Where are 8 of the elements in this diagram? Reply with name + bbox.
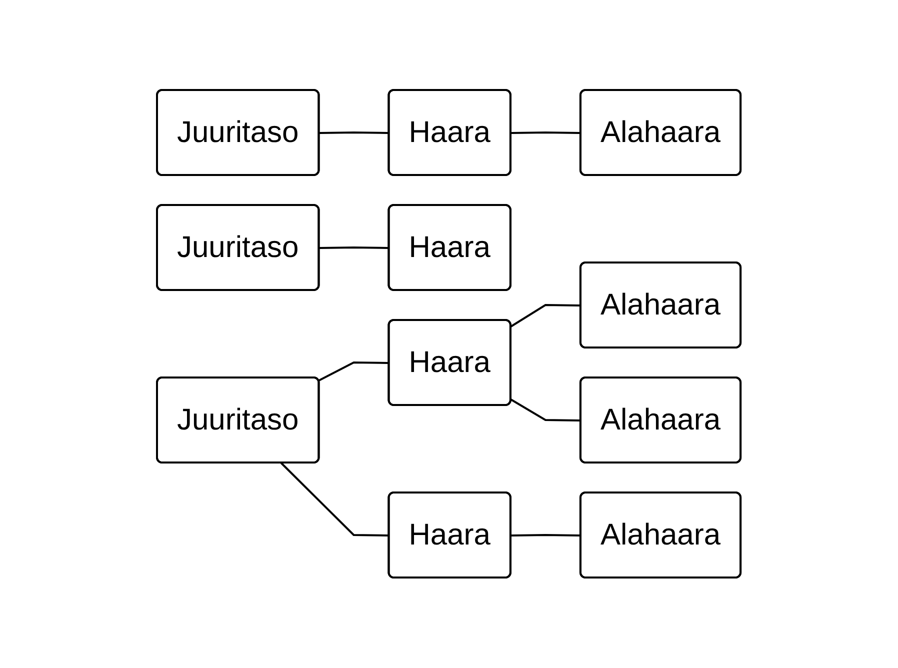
connector bbox=[319, 246, 390, 250]
connector bbox=[510, 398, 582, 422]
connector bbox=[511, 132, 582, 134]
connector bbox=[319, 132, 390, 134]
connector bbox=[318, 362, 390, 382]
connector bbox=[280, 462, 390, 537]
connector bbox=[510, 304, 582, 328]
connector bbox=[511, 534, 582, 537]
